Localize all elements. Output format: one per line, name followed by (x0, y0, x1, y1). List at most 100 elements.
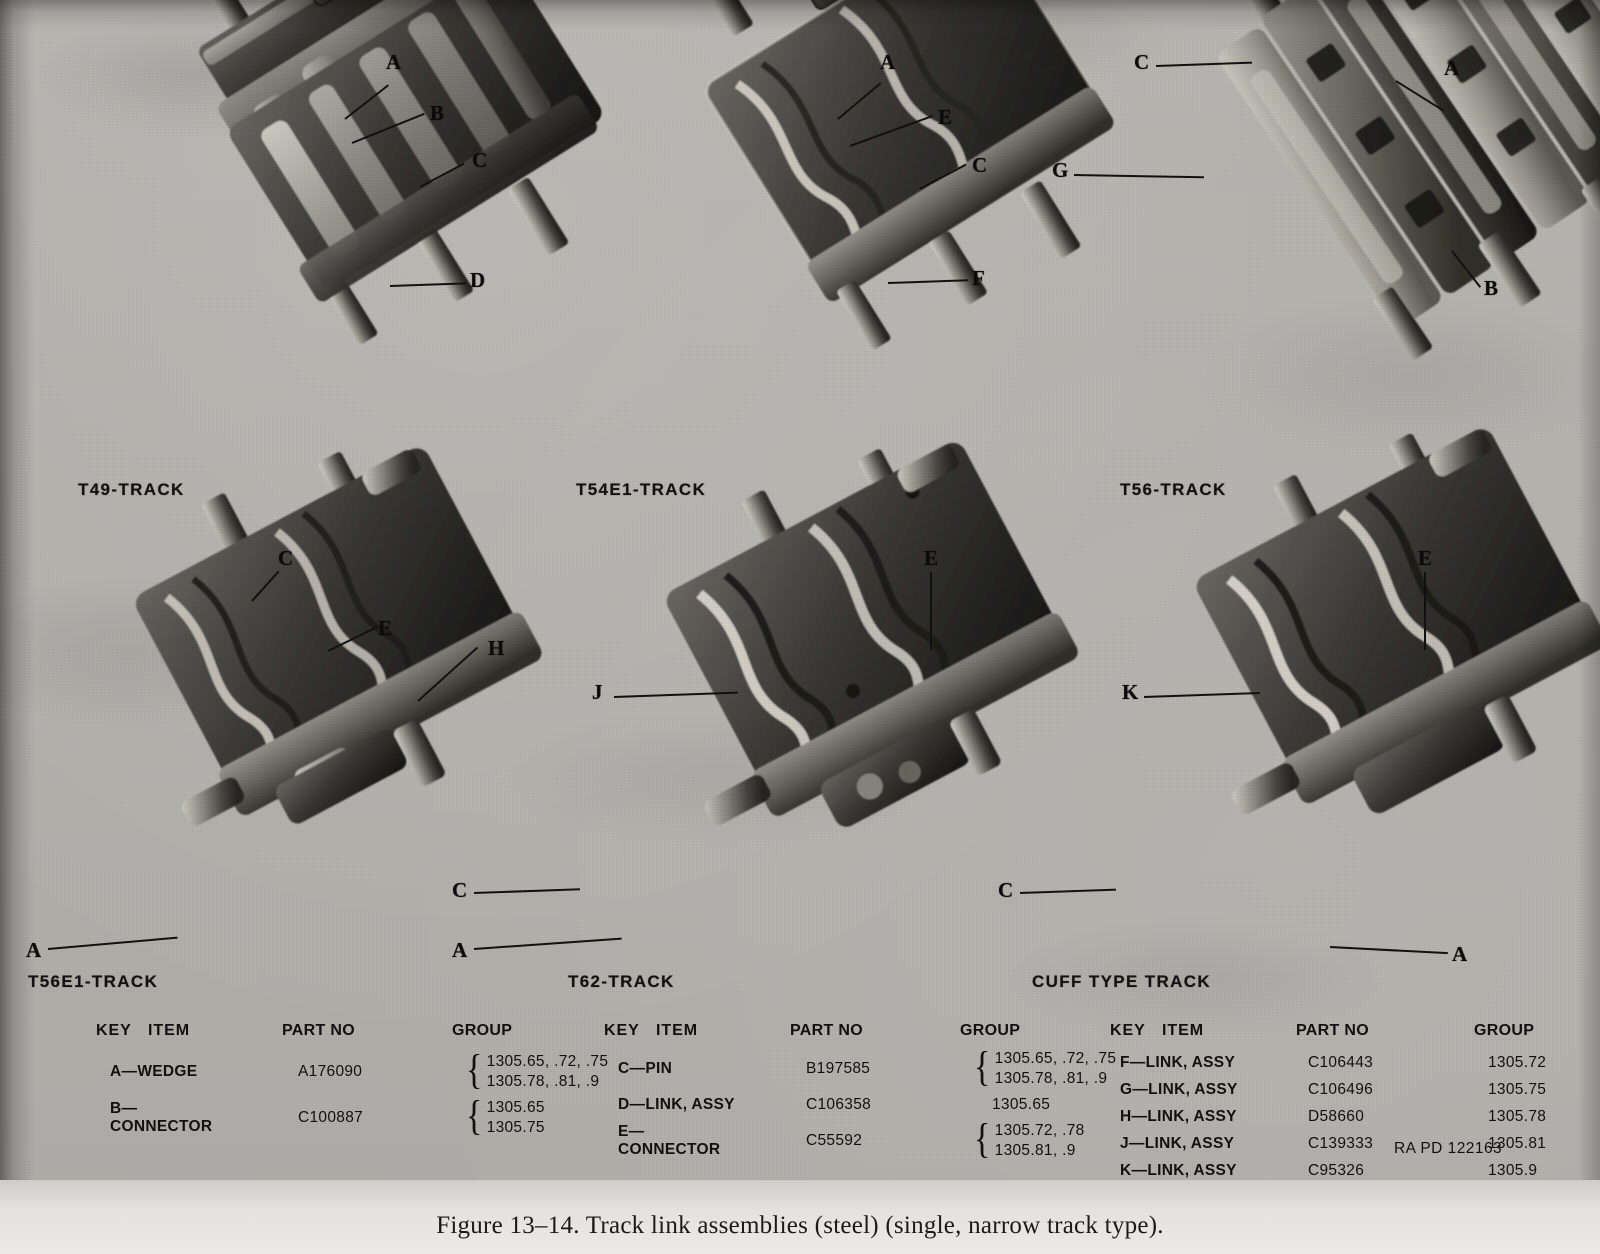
legend-group-value: 1305.72 (1488, 1053, 1547, 1071)
legend-row: A—WEDGE A176090 { 1305.65, .72, .75 1305… (96, 1049, 646, 1095)
panel-label-t49: T49-TRACK (78, 480, 185, 499)
legend-table-2: KEY ITEM PART NO GROUP C—PIN B197585 { 1… (604, 1022, 1172, 1161)
legend-header-part-no: PART NO (1296, 1022, 1370, 1039)
caption-band (0, 1180, 1600, 1254)
callout-t56-g: G (1052, 158, 1069, 182)
legend-group-value: 1305.81, .9 (994, 1142, 1076, 1159)
legend-part-no: C139333 (1308, 1134, 1374, 1152)
legend-group-value: 1305.65 (992, 1096, 1051, 1113)
callout-cuff-c: C (998, 878, 1014, 902)
callout-t56e1-a: A (26, 938, 42, 962)
callout-t54e1-a: A (880, 50, 896, 74)
callout-t62-e: E (924, 546, 939, 570)
panel-label-t54e1: T54E1-TRACK (576, 480, 707, 499)
callout-t56-c: C (1134, 50, 1150, 74)
track-assembly-illustrations (135, 0, 1600, 827)
legend-part-no: C55592 (806, 1132, 863, 1149)
legend-row: B—CONNECTOR C100887 { 1305.65 1305.75 (96, 1095, 646, 1141)
legend-header-group: GROUP (1474, 1022, 1535, 1039)
legend-group-value: 1305.9 (1488, 1161, 1538, 1179)
legend-header-key: KEY (96, 1022, 132, 1039)
legend-header-key: KEY (1110, 1022, 1146, 1039)
callout-t49-a: A (386, 50, 402, 74)
callout-t62-c: C (452, 878, 468, 902)
legend-group-value: 1305.65, .72, .75 (994, 1050, 1117, 1068)
legend-row: J—LINK, ASSY C139333 1305.81 (1110, 1130, 1600, 1157)
legend-key-item: D—LINK, ASSY (618, 1096, 735, 1113)
drawing-number: RA PD 122163 (1394, 1140, 1503, 1157)
legend-part-no: A176090 (298, 1063, 363, 1080)
legend-part-no: C95326 (1308, 1161, 1365, 1179)
legend-row: C—PIN B197585 { 1305.65, .72, .75 1305.7… (604, 1044, 1172, 1092)
legend-table-1: KEY ITEM PART NO GROUP A—WEDGE A176090 {… (96, 1022, 646, 1141)
leader-line (930, 572, 932, 650)
callout-t49-b: B (430, 101, 445, 125)
legend-group: { 1305.65 1305.75 (420, 1093, 646, 1141)
brace-glyph: { (466, 1093, 483, 1141)
callout-t54e1-c: C (972, 153, 988, 177)
callout-t56e1-e: E (378, 616, 393, 640)
legend-header-item: ITEM (148, 1022, 191, 1039)
legend-group-value: 1305.78, .81, .9 (486, 1073, 600, 1090)
legend-row: G—LINK, ASSY C106496 1305.75 (1110, 1076, 1600, 1103)
legend-key-item: E—CONNECTOR (618, 1123, 721, 1158)
legend-header-item: ITEM (1162, 1022, 1205, 1039)
legend-header-part-no: PART NO (790, 1022, 864, 1039)
legend-key-item: K—LINK, ASSY (1120, 1161, 1237, 1179)
legend-row: F—LINK, ASSY C106443 1305.72 (1110, 1049, 1600, 1076)
legend-header-row: KEY ITEM PART NO GROUP (1110, 1022, 1600, 1040)
brace-glyph: { (974, 1116, 991, 1164)
legend-part-no: B197585 (806, 1060, 871, 1077)
callout-t54e1-f: F (972, 266, 985, 290)
callout-t56e1-c: C (278, 546, 294, 570)
panel-label-cuff-type: CUFF TYPE TRACK (1032, 972, 1212, 991)
legend-part-no: C106358 (806, 1096, 872, 1113)
legend-key-item: G—LINK, ASSY (1120, 1080, 1238, 1098)
legend-header-row: KEY ITEM PART NO GROUP (96, 1022, 646, 1040)
legend-group-value: 1305.65, .72, .75 (486, 1053, 609, 1071)
leader-line (1424, 572, 1426, 650)
legend-group-value: 1305.78, .81, .9 (994, 1070, 1108, 1087)
legend-group-value: 1305.75 (486, 1119, 545, 1136)
figure-caption: Figure 13–14. Track link assemblies (ste… (436, 1212, 1164, 1239)
legend-key-item: A—WEDGE (110, 1063, 198, 1080)
legend-row: K—LINK, ASSY C95326 1305.9 (1110, 1157, 1600, 1184)
panel-label-t62: T62-TRACK (568, 972, 675, 991)
legend-row: E—CONNECTOR C55592 { 1305.72, .78 1305.8… (604, 1116, 1172, 1164)
legend-header-part-no: PART NO (282, 1022, 356, 1039)
callout-t56-b: B (1484, 276, 1499, 300)
legend-table-3: KEY ITEM PART NO GROUP F—LINK, ASSY C106… (1110, 1022, 1600, 1184)
callout-t56e1-h: H (488, 636, 505, 660)
legend-part-no: C106443 (1308, 1053, 1374, 1071)
legend-row: D—LINK, ASSY C106358 1305.65 (604, 1089, 1172, 1121)
brace-glyph: { (466, 1047, 483, 1095)
legend-group: { 1305.72, .78 1305.81, .9 (928, 1116, 1154, 1164)
legend-group: { 1305.65, .72, .75 1305.78, .81, .9 (420, 1047, 646, 1095)
legend-row: H—LINK, ASSY D58660 1305.78 (1110, 1103, 1600, 1130)
legend-part-no: D58660 (1308, 1107, 1365, 1125)
legend-header-row: KEY ITEM PART NO GROUP (604, 1022, 1172, 1040)
callout-cuff-k: K (1122, 680, 1139, 704)
legend-header-key: KEY (604, 1022, 640, 1039)
legend-group-value: 1305.72, .78 (994, 1122, 1085, 1140)
legend-header-item: ITEM (656, 1022, 699, 1039)
callout-cuff-a: A (1452, 942, 1468, 966)
legend-header-group: GROUP (960, 1022, 1021, 1039)
legend-key-item: B—CONNECTOR (110, 1100, 213, 1135)
callout-t49-c: C (472, 148, 488, 172)
legend-group-value: 1305.78 (1488, 1107, 1547, 1125)
legend-key-item: H—LINK, ASSY (1120, 1107, 1237, 1125)
legend-key-item: F—LINK, ASSY (1120, 1053, 1236, 1071)
callout-cuff-e: E (1418, 546, 1433, 570)
callout-t56-a: A (1444, 56, 1460, 80)
panel-label-t56e1: T56E1-TRACK (28, 972, 159, 991)
legend-key-item: J—LINK, ASSY (1120, 1134, 1235, 1152)
legend-part-no: C100887 (298, 1109, 364, 1126)
legend-header-group: GROUP (452, 1022, 513, 1039)
legend-part-no: C106496 (1308, 1080, 1374, 1098)
brace-glyph: { (974, 1044, 991, 1092)
legend-key-item: C—PIN (618, 1060, 673, 1077)
legend-group-value: 1305.75 (1488, 1080, 1547, 1098)
legend-group-value: 1305.65 (486, 1099, 545, 1117)
